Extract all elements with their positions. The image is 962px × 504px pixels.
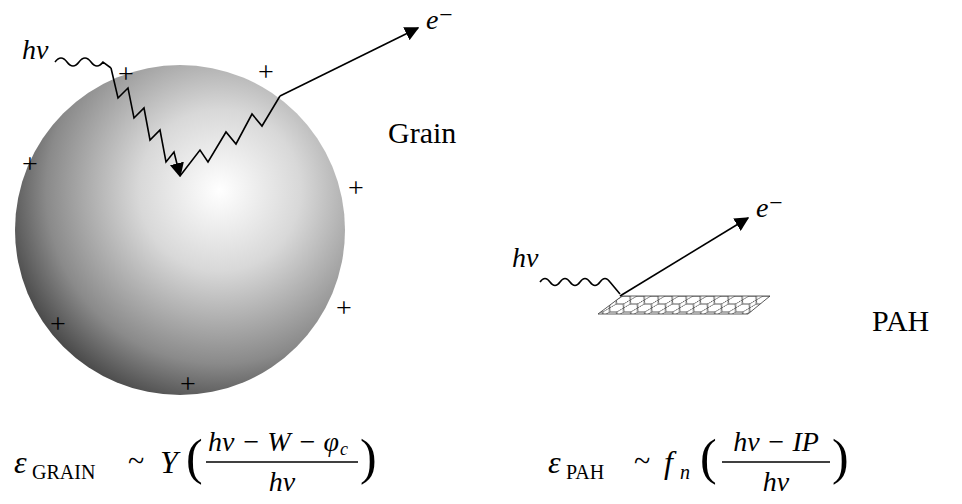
charge-sign: + <box>258 58 274 86</box>
subscript: n <box>680 462 690 482</box>
parenthesis: ) <box>832 432 849 482</box>
photon-label: hν <box>512 244 538 272</box>
grain-label: Grain <box>388 118 456 148</box>
charge-sign: + <box>50 310 66 338</box>
numerator: hν − IP <box>722 428 830 456</box>
charge-sign: + <box>118 60 134 88</box>
parenthesis: ( <box>186 432 203 482</box>
parenthesis: ) <box>360 432 377 482</box>
denominator: hν <box>206 468 358 496</box>
denominator: hν <box>722 468 830 496</box>
electron-label: e⁻ <box>756 194 783 222</box>
fraction-bar <box>206 461 358 463</box>
grain-sphere <box>15 65 345 395</box>
charge-sign: + <box>22 150 38 178</box>
electron-label: e⁻ <box>426 6 453 34</box>
epsilon: ε <box>548 446 561 478</box>
photon-wave <box>540 279 620 295</box>
subscript: GRAIN <box>32 462 95 482</box>
fraction-bar <box>722 461 830 463</box>
charge-sign: + <box>180 370 196 398</box>
subscript: PAH <box>566 462 604 482</box>
charge-sign: + <box>336 294 352 322</box>
pah-label: PAH <box>872 306 929 336</box>
tilde: ~ <box>128 446 144 476</box>
photon-label: hν <box>22 36 48 64</box>
symbol: Y <box>160 446 178 478</box>
symbol: f <box>664 446 673 478</box>
tilde: ~ <box>634 446 650 476</box>
pah-sheet <box>598 296 770 314</box>
subscript: c <box>340 440 348 458</box>
charge-sign: + <box>348 174 364 202</box>
parenthesis: ( <box>700 432 717 482</box>
ejected-electron <box>620 218 748 296</box>
epsilon: ε <box>14 446 27 478</box>
electron-path <box>180 96 280 176</box>
photon-wave <box>55 58 111 68</box>
ejected-electron <box>280 28 418 96</box>
numerator: hν − W − φ <box>208 428 339 456</box>
